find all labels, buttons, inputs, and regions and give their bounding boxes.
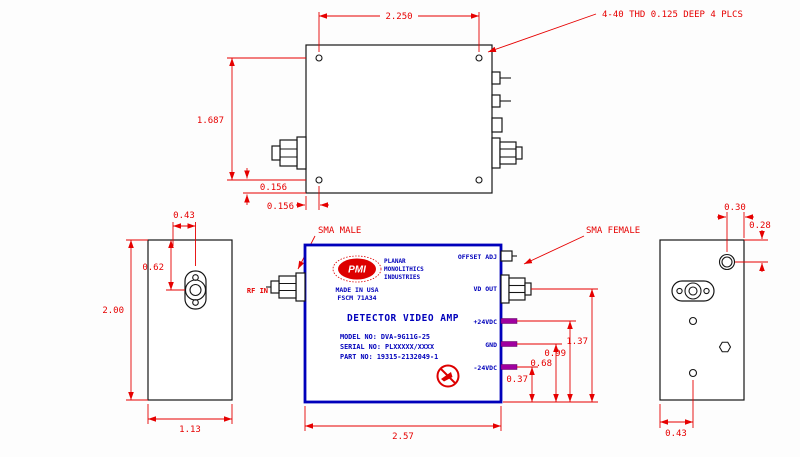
- esd-hand-icon: [441, 372, 453, 382]
- dim-left-height: 2.00: [102, 239, 148, 401]
- annotations: 4-40 THD 0.125 DEEP 4 PLCS SMA MALE SMA …: [297, 10, 743, 270]
- front-panel: [303, 243, 503, 404]
- sma-female-leader: [523, 235, 585, 265]
- part-number: PART NO: 19315-2132049-1: [340, 353, 438, 361]
- pmi-logo: PMI: [332, 255, 382, 283]
- dim-top-height: 1.687: [197, 57, 306, 181]
- sma-male-connector-front: [266, 272, 306, 302]
- dim-label-hole-offset-x: 0.156: [267, 202, 294, 212]
- plus24-pin: [500, 318, 518, 324]
- dim-right-hole-from-top: 0.28: [735, 221, 771, 272]
- brand-line-1: PLANAR: [384, 258, 406, 265]
- dim-label-left-conn-offset: 0.43: [173, 211, 195, 221]
- dim-right-hole-from-edge: 0.30: [717, 203, 754, 252]
- esd-symbol: [436, 364, 460, 388]
- rf-in-label: RF IN: [247, 287, 268, 295]
- gnd-label: GND: [485, 341, 497, 349]
- dim-label-plus24: 0.99: [544, 349, 566, 359]
- left-view-body: [147, 239, 233, 401]
- plus24-label: +24VDC: [474, 318, 498, 326]
- brand-line-3: INDUSTRIES: [384, 274, 421, 281]
- dim-left-conn-depth: 0.62: [142, 240, 185, 291]
- dim-label-gnd: 0.68: [530, 359, 552, 369]
- dim-front-width: 2.57: [304, 406, 502, 442]
- dim-label-hole-offset-y: 0.156: [260, 183, 287, 193]
- dim-label-left-conn-depth: 0.62: [142, 263, 164, 273]
- right-view-connector: [671, 280, 715, 302]
- feedthru-hole-2: [688, 368, 698, 378]
- sma-male-label: SMA MALE: [318, 226, 361, 236]
- sma-female-callout: SMA FEMALE: [523, 226, 640, 265]
- sma-male-connector-top: [271, 136, 307, 170]
- minus24-label: -24VDC: [474, 364, 498, 372]
- offset-adj-pot: [500, 250, 517, 262]
- dim-top-width: 2.250: [318, 12, 480, 52]
- dim-label-left-height: 2.00: [102, 306, 124, 316]
- right-side-view: 0.30 0.28 0.43: [659, 203, 771, 439]
- logo-globe-ring: [332, 255, 382, 283]
- logo-oval: [338, 258, 376, 280]
- dim-label-left-width: 1.13: [179, 425, 201, 435]
- sma-female-connector-front: [500, 274, 532, 304]
- thd-note-label: 4-40 THD 0.125 DEEP 4 PLCS: [602, 10, 743, 20]
- dim-label-minus24: 0.37: [506, 375, 528, 385]
- logo-text: PMI: [348, 265, 366, 276]
- left-side-view: 0.43 0.62 2.00 1.13: [102, 211, 233, 435]
- thd-note-leader: [487, 13, 597, 53]
- top-view-body: [305, 44, 493, 194]
- model-number: MODEL NO: DVA-9G11G-25: [340, 333, 430, 341]
- dim-pin-heights: 1.37 0.99 0.68 0.37: [503, 288, 598, 403]
- mounting-holes: [315, 54, 483, 184]
- dim-label-front-width: 2.57: [392, 432, 414, 442]
- dim-label-right-conn-edge: 0.43: [665, 429, 687, 439]
- dim-label-top-width: 2.250: [385, 12, 412, 22]
- sma-female-label: SMA FEMALE: [586, 226, 640, 236]
- fscm-label: FSCM 71A34: [337, 294, 376, 302]
- dim-label-top-height: 1.687: [197, 116, 224, 126]
- dim-label-vd-out: 1.37: [566, 337, 588, 347]
- serial-number: SERIAL NO: PLXXXXX/XXXX: [340, 343, 434, 351]
- brand-line-2: MONOLITHICS: [384, 266, 424, 273]
- thd-note: 4-40 THD 0.125 DEEP 4 PLCS: [487, 10, 743, 53]
- product-title: DETECTOR VIDEO AMP: [347, 313, 459, 324]
- dim-label-right-hole-edge: 0.30: [724, 203, 746, 213]
- feedthru-hole-1: [688, 316, 698, 326]
- top-view: 2.250 1.687 0.156 0.156: [197, 12, 523, 212]
- left-view-connector: [184, 270, 207, 310]
- dim-right-conn-from-edge: 0.43: [659, 380, 694, 439]
- dim-left-width: 1.13: [147, 404, 233, 435]
- right-side-connectors-top: [491, 71, 523, 169]
- dim-hole-offset-y: 0.156: [243, 168, 306, 205]
- gnd-pin: [500, 341, 518, 347]
- vd-out-label: VD OUT: [474, 285, 498, 293]
- offset-adj-label: OFFSET ADJ: [458, 253, 497, 261]
- made-in-usa-label: MADE IN USA: [335, 286, 378, 294]
- dim-hole-offset-x: 0.156: [267, 186, 329, 212]
- dim-label-right-hole-top: 0.28: [749, 221, 771, 231]
- front-view: RF IN PMI PLANAR MONOLITHICS INDUSTRIES …: [247, 243, 598, 442]
- brand-text: PLANAR MONOLITHICS INDUSTRIES: [384, 258, 424, 281]
- minus24-pin: [500, 364, 518, 370]
- hex-nut: [718, 341, 732, 353]
- pot-access-hole: [718, 253, 736, 271]
